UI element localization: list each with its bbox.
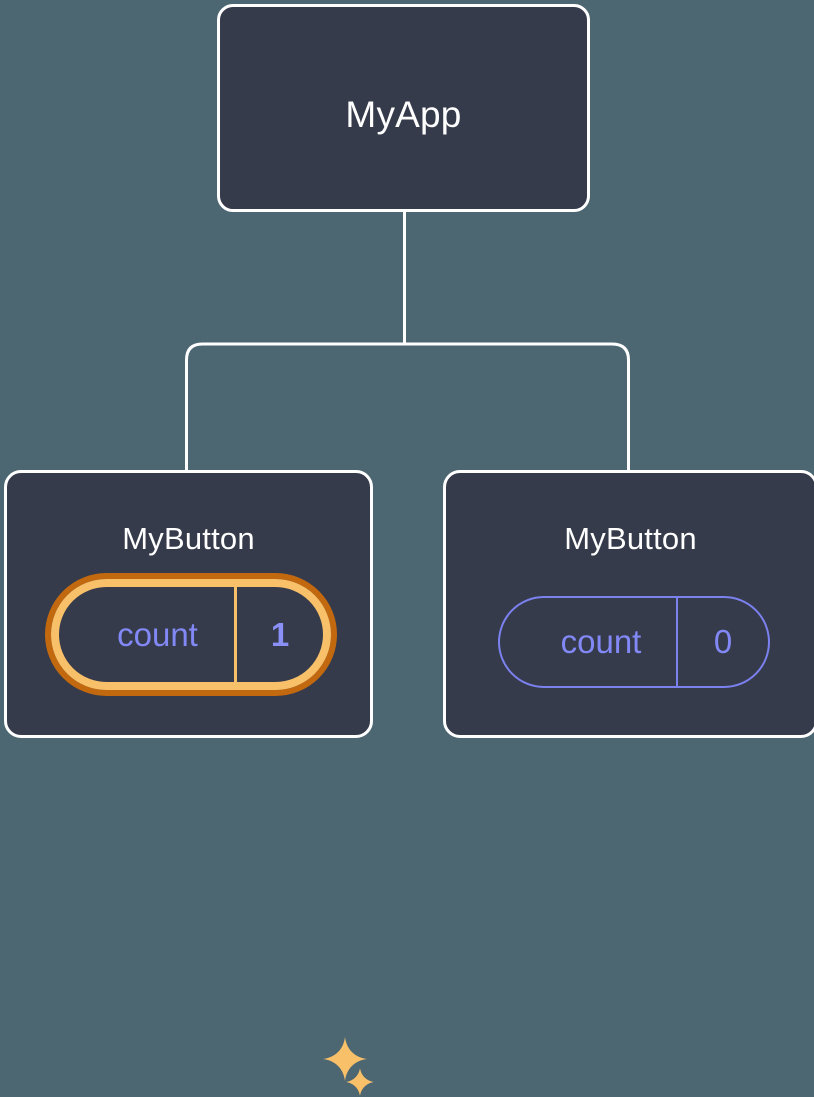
state-value-label: 1 <box>234 587 323 682</box>
node-mybutton-right-label: MyButton <box>564 521 697 556</box>
node-myapp-label: MyApp <box>345 94 462 135</box>
state-badge-inner-ring: count 1 <box>51 579 331 690</box>
state-badge-highlighted[interactable]: count 1 <box>45 573 337 696</box>
node-mybutton-left[interactable]: MyButton count 1 <box>4 470 374 1096</box>
state-badge-outer-ring <box>45 573 337 696</box>
state-key-label: count <box>117 615 198 653</box>
state-badge-plain[interactable]: count 0 <box>498 596 770 688</box>
component-tree-diagram: MyApp MyButton count 1 MyButton count 0 <box>4 4 814 1096</box>
edge-child-bracket <box>185 342 630 470</box>
node-mybutton-right[interactable]: MyButton count 0 <box>443 470 814 738</box>
sparkle-small-icon <box>346 1068 374 1096</box>
state-key-label: count <box>560 623 642 660</box>
node-myapp[interactable]: MyApp <box>217 4 590 212</box>
state-value-label: 0 <box>676 598 768 686</box>
node-mybutton-left-label: MyButton <box>122 521 255 556</box>
edge-connectors <box>185 211 630 470</box>
